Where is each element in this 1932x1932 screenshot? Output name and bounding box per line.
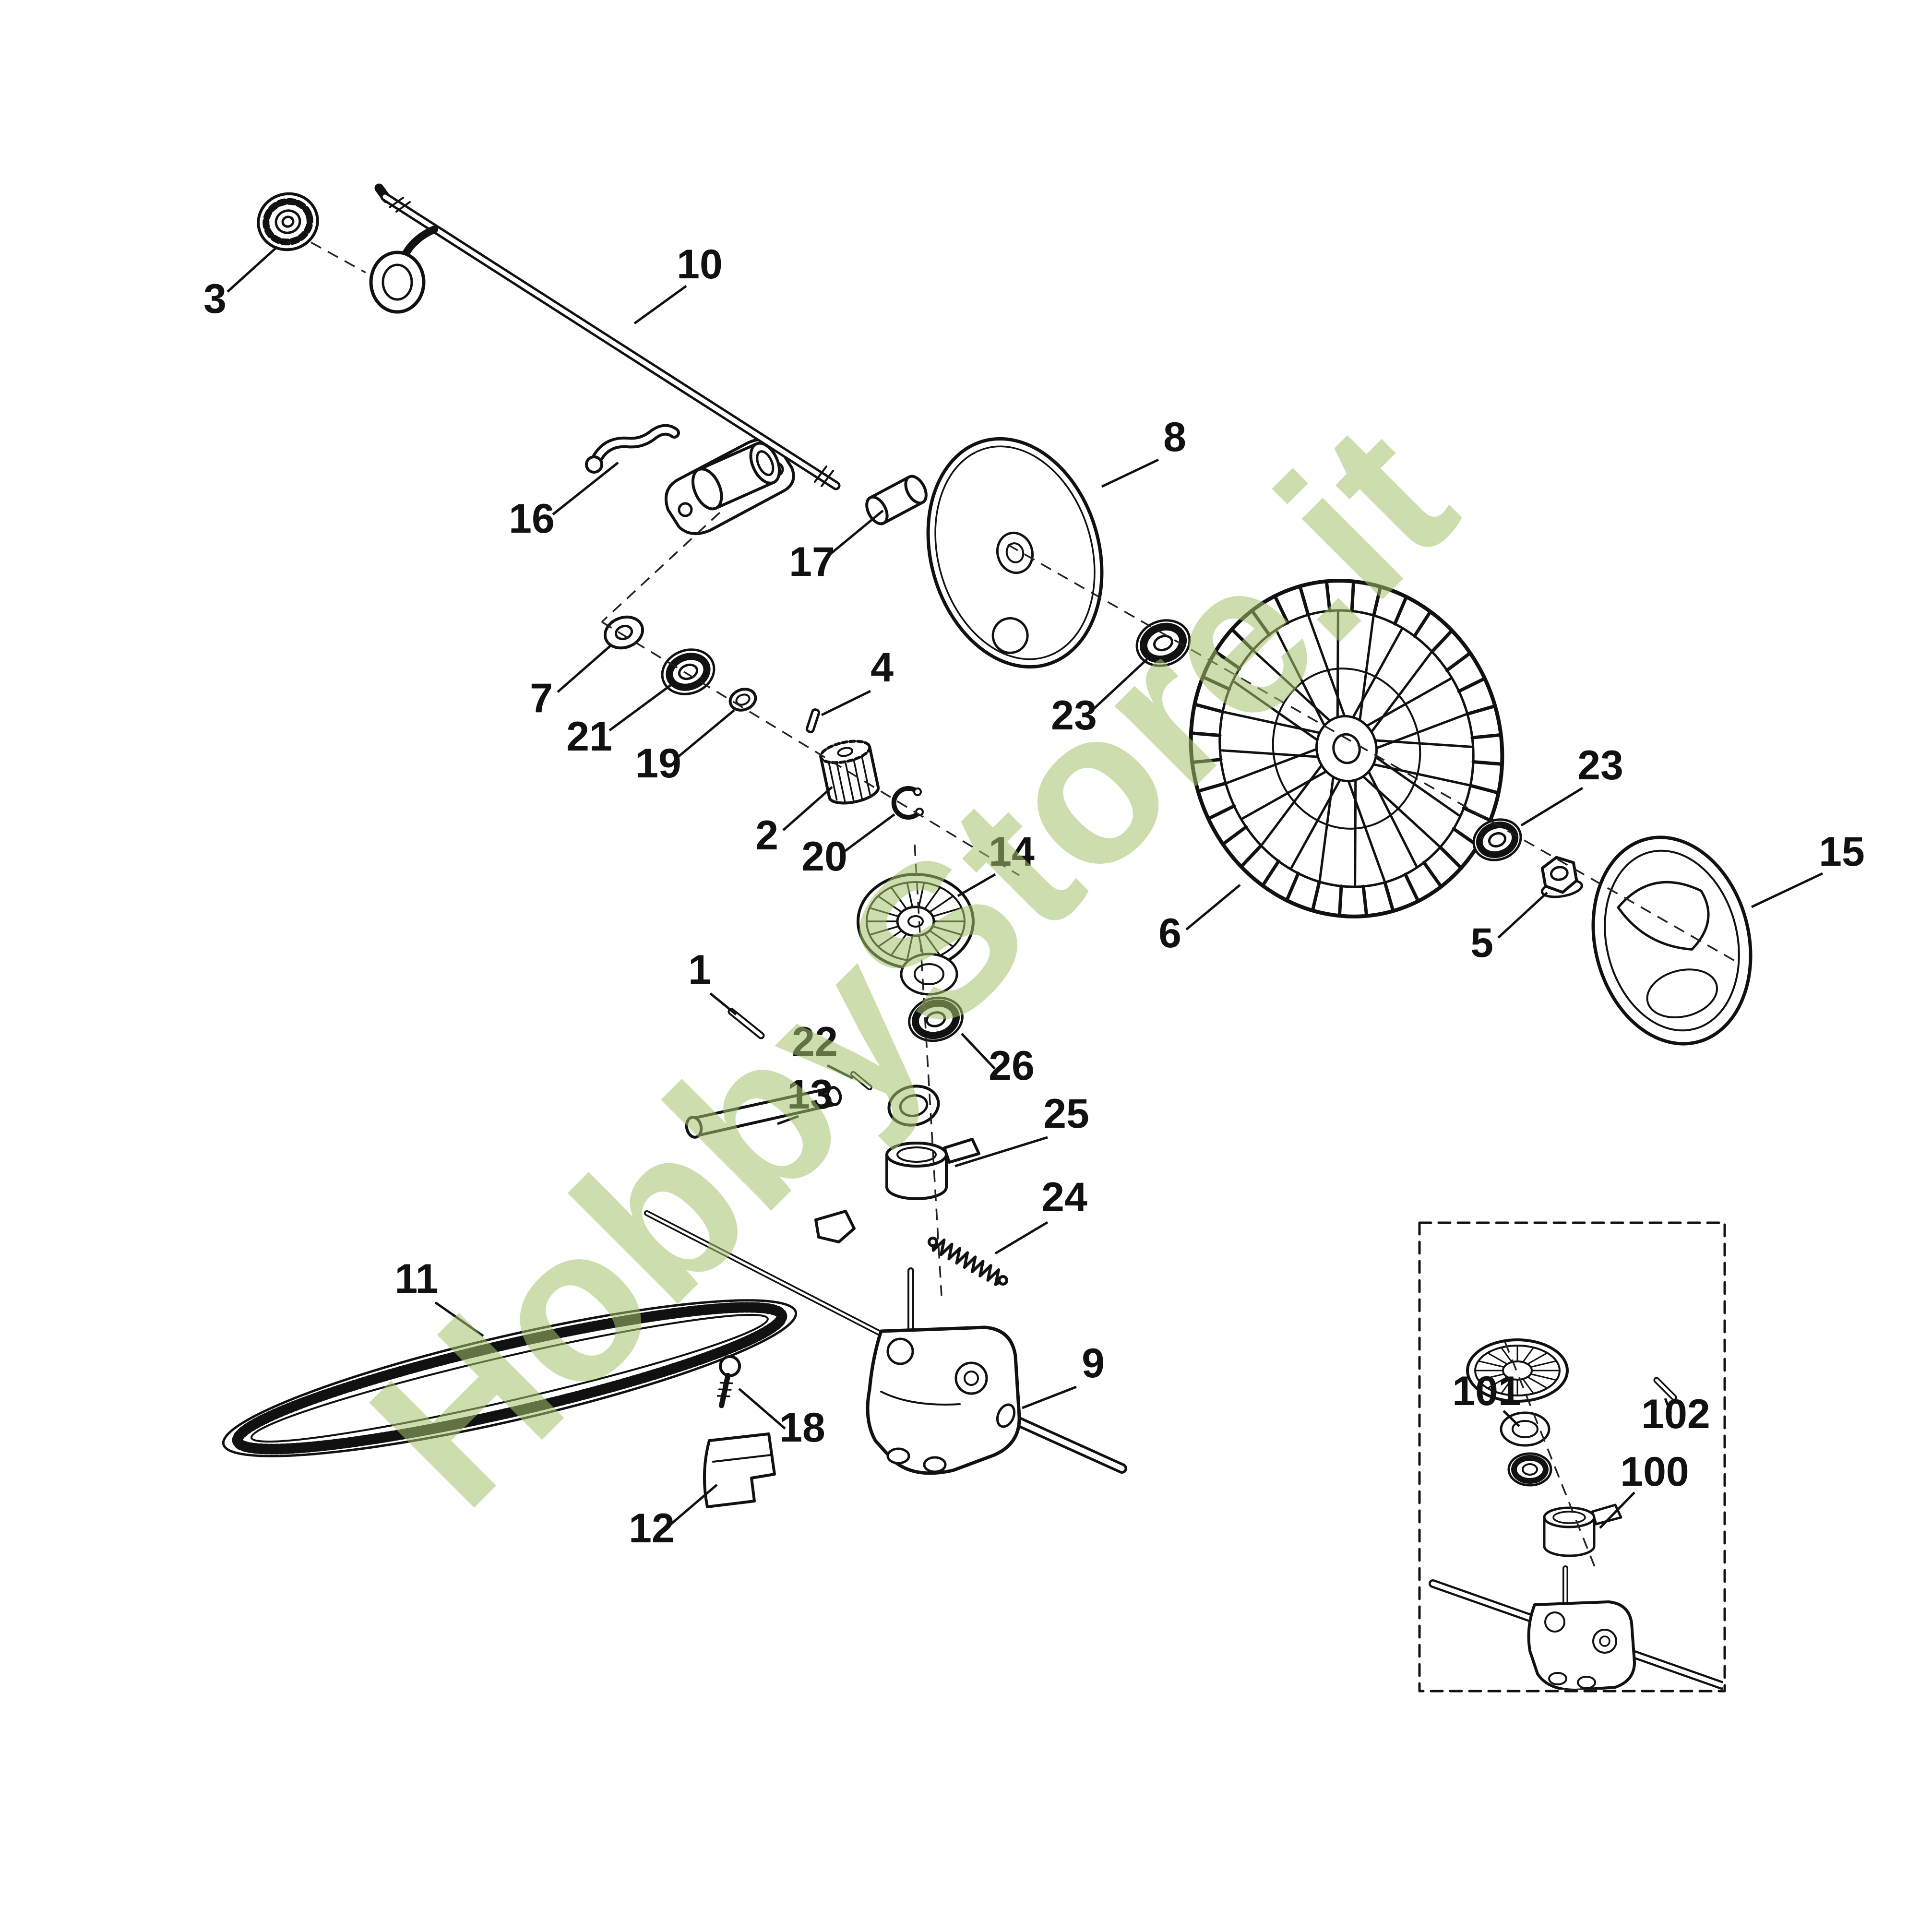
assembly-axis-lines (310, 241, 1738, 1571)
bearing-collar (887, 1085, 940, 1127)
part-20-circlip (891, 786, 924, 820)
pulley-washer (900, 953, 958, 996)
part-label-101: 101 (1452, 1368, 1521, 1414)
inset-box (1418, 1221, 1726, 1693)
part-label-11: 11 (395, 1256, 439, 1302)
part-label-23b: 23 (1577, 742, 1623, 788)
part-label-21: 21 (566, 714, 612, 760)
part-102-pin (1653, 1377, 1677, 1401)
part-label-26: 26 (989, 1043, 1035, 1089)
part-26-bearing (908, 996, 964, 1042)
part-23-bearing-outer (1472, 818, 1522, 861)
part-1-pin (727, 1008, 765, 1039)
bracket-roller (691, 441, 781, 511)
part-label-25: 25 (1043, 1091, 1089, 1137)
part-label-17: 17 (789, 539, 835, 585)
part-16-clutch-lever (585, 424, 680, 474)
part-21-bearing (661, 648, 716, 695)
part-label-5: 5 (1470, 920, 1493, 966)
part-7-washer (603, 615, 644, 650)
part-23-bearing-inner (1135, 619, 1191, 667)
part-label-1: 1 (688, 947, 711, 993)
part-label-7: 7 (530, 675, 553, 721)
part-label-6: 6 (1158, 910, 1181, 956)
part-2-pinion-gear (819, 739, 880, 805)
part-label-16: 16 (509, 496, 555, 542)
part-label-4: 4 (871, 644, 894, 691)
part-label-12: 12 (629, 1505, 675, 1551)
part-18-screw (716, 1355, 741, 1408)
part-25-bushing (885, 1138, 980, 1200)
part-label-20: 20 (801, 834, 847, 880)
part-label-13: 13 (787, 1072, 833, 1118)
part-label-23a: 23 (1051, 692, 1097, 739)
part-6-drive-wheel (1189, 579, 1504, 918)
part-label-9: 9 (1082, 1340, 1105, 1386)
part-24-spring (928, 1237, 1008, 1286)
part-label-3: 3 (203, 276, 227, 322)
part-label-22: 22 (792, 1019, 838, 1065)
part-label-10: 10 (677, 241, 723, 287)
part-9-gearbox (866, 1267, 1127, 1475)
part-100-bushing (1543, 1503, 1622, 1557)
part-label-8: 8 (1163, 414, 1186, 460)
part-5-flange-nut (1540, 856, 1583, 898)
drive-shaft (644, 1210, 903, 1347)
part-label-2: 2 (755, 812, 778, 859)
part-19-ring (728, 688, 757, 712)
part-label-100: 100 (1620, 1449, 1689, 1495)
inset-gearbox (1429, 1565, 1723, 1690)
part-22-pin (850, 1071, 872, 1090)
part-12-bracket (703, 1432, 776, 1508)
part-3-spline-coupler (257, 192, 319, 251)
part-label-24: 24 (1041, 1174, 1087, 1220)
leader-lines (227, 246, 1824, 1529)
part-label-15: 15 (1819, 829, 1865, 875)
shaft-clip (814, 1210, 856, 1243)
part-11-v-belt (222, 1299, 798, 1457)
part-label-19: 19 (635, 740, 681, 787)
part-8-dust-disc (926, 437, 1104, 669)
part-101-pulley (1466, 1338, 1569, 1487)
part-15-wheel-cap (1591, 835, 1753, 1046)
part-label-14: 14 (989, 829, 1035, 875)
part-label-18: 18 (779, 1405, 825, 1451)
part-label-102: 102 (1641, 1391, 1710, 1437)
part-4-key (805, 708, 821, 733)
part-10-control-rod (369, 183, 841, 490)
part-13-axle-tube (685, 1086, 842, 1139)
